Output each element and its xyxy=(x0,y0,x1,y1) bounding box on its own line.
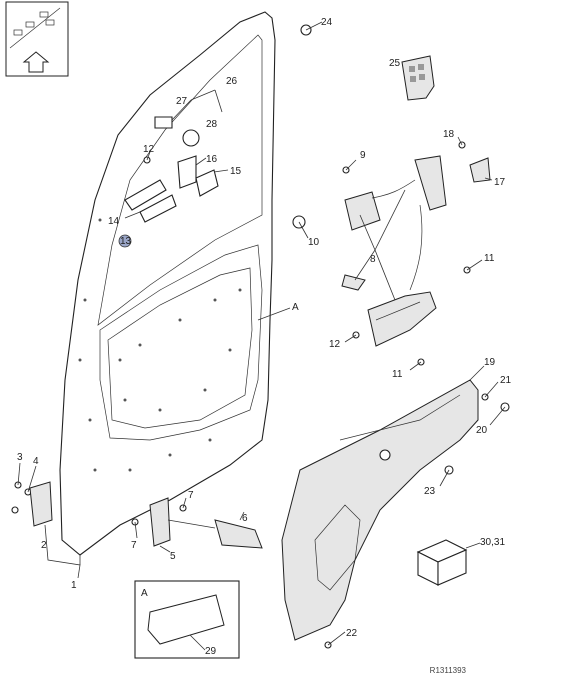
callout-9: 9 xyxy=(360,150,366,161)
callout-30-31: 30,31 xyxy=(480,537,505,548)
callout-8: 8 xyxy=(370,254,376,265)
callout-20: 20 xyxy=(476,425,488,436)
callout-15: 15 xyxy=(230,166,242,177)
door-lock-assembly xyxy=(341,155,491,291)
callout-11-upper: 11 xyxy=(484,253,495,264)
callout-12-upper: 12 xyxy=(143,144,155,155)
callout-7-left: 7 xyxy=(131,540,137,551)
callout-21: 21 xyxy=(500,375,512,386)
callout-labels: 24 25 26 27 28 12 16 15 14 13 10 9 18 17… xyxy=(17,17,512,657)
detail-a-inset xyxy=(134,580,240,659)
door-trim-panel xyxy=(281,379,479,641)
callout-29: 29 xyxy=(205,646,217,657)
callout-5: 5 xyxy=(170,551,176,562)
callout-13: 13 xyxy=(120,236,132,247)
callout-12-lower: 12 xyxy=(329,339,341,350)
callout-16: 16 xyxy=(206,154,218,165)
callout-19: 19 xyxy=(484,357,496,368)
callout-18: 18 xyxy=(443,129,455,140)
reference-code: R1311393 xyxy=(429,666,466,675)
callout-24: 24 xyxy=(321,17,333,28)
callout-7-right: 7 xyxy=(188,490,194,501)
callout-1: 1 xyxy=(71,580,77,591)
callout-3: 3 xyxy=(17,452,23,463)
inner-handle-assembly xyxy=(118,116,219,248)
parts-box-icon xyxy=(416,539,468,586)
callout-25: 25 xyxy=(389,58,401,69)
callout-11-lower: 11 xyxy=(392,369,403,380)
leader-lines xyxy=(17,21,506,651)
door-frame xyxy=(59,11,276,556)
callout-17: 17 xyxy=(494,177,506,188)
callout-A: A xyxy=(292,302,299,313)
outer-handle xyxy=(367,291,437,347)
callout-28: 28 xyxy=(206,119,218,130)
callout-4: 4 xyxy=(33,456,39,467)
detail-a-label: A xyxy=(141,588,148,599)
orientation-inset xyxy=(5,1,69,77)
callout-10: 10 xyxy=(308,237,320,248)
up-arrow-icon xyxy=(22,51,50,73)
callout-27: 27 xyxy=(176,96,188,107)
callout-6: 6 xyxy=(242,513,248,524)
hinge-parts xyxy=(29,481,263,549)
callout-23: 23 xyxy=(424,486,436,497)
callout-22: 22 xyxy=(346,628,358,639)
callout-14: 14 xyxy=(108,216,120,227)
callout-26: 26 xyxy=(226,76,238,87)
key-fob xyxy=(401,55,435,101)
callout-2: 2 xyxy=(41,540,47,551)
